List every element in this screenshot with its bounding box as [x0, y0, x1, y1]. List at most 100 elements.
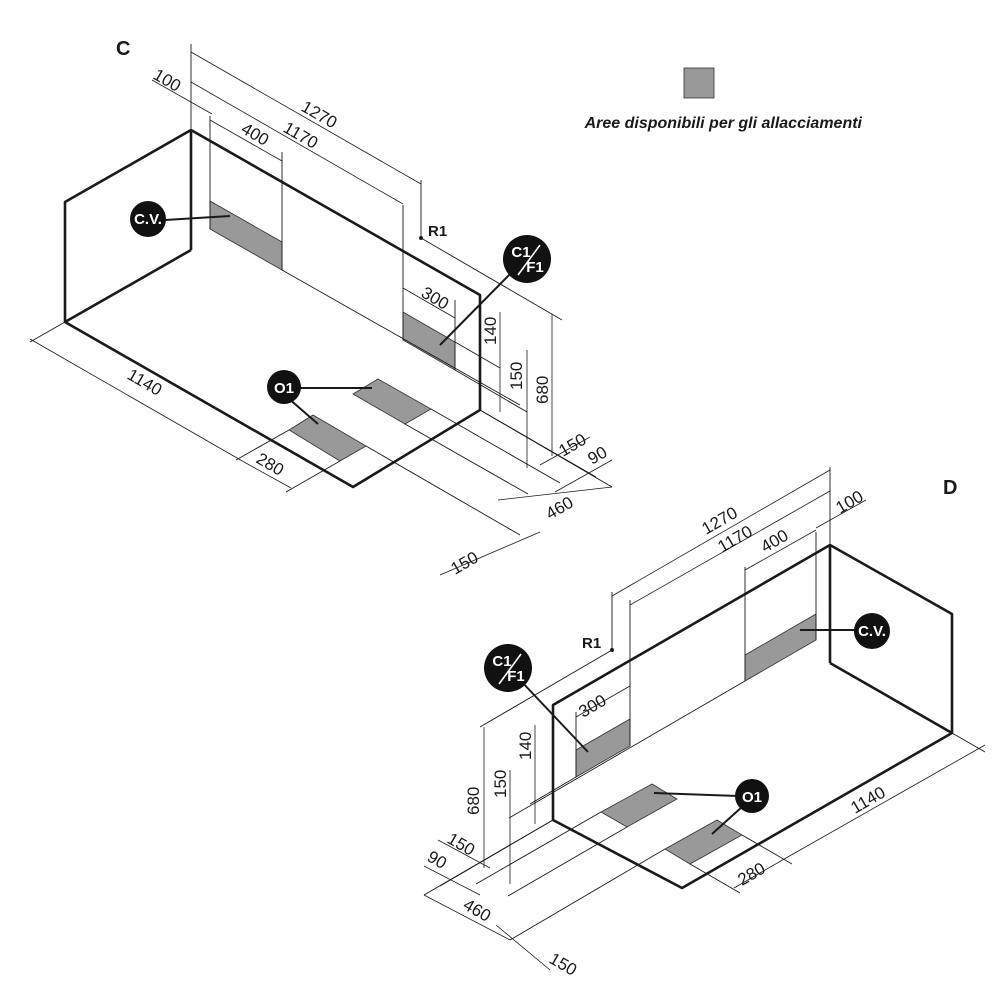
- view-c-o1-badge-circle: [267, 370, 301, 404]
- view-c-tub-outline: [63, 128, 482, 489]
- view-c-dim-150b-line: [539, 436, 591, 466]
- view-c-cv-leader: [164, 215, 231, 221]
- view-d-dim-150b-line: [437, 839, 491, 869]
- view-d-dim-280-line: [733, 857, 787, 889]
- view-d-o1-badge-text: O1: [742, 789, 762, 806]
- view-d-dim-100-line: [815, 499, 867, 529]
- view-c-dim-1170-line: [190, 81, 404, 205]
- view-c-guide: [454, 369, 528, 413]
- view-c-c1f1-badge: C1 F1: [503, 235, 551, 283]
- view-c-dim-280-line: [243, 461, 292, 489]
- view-d-c1f1-badge-bottom: F1: [507, 668, 525, 685]
- view-d-dim-300-line: [575, 685, 631, 718]
- view-c-dim-1140: 1140: [124, 365, 165, 400]
- legend-swatch: [683, 67, 715, 99]
- view-d-dim-460: 460: [460, 895, 494, 926]
- view-c-label: C: [116, 38, 130, 60]
- view-c-dim-300-line: [402, 287, 456, 319]
- view-c-guide: [479, 409, 613, 488]
- view-d-dim-1270-line: [611, 469, 831, 597]
- view-d-tub-outline: [551, 543, 954, 890]
- view-c-area-o1-upper: [352, 378, 432, 425]
- view-d-r1-label: R1: [582, 635, 601, 652]
- legend-text: Aree disponibili per gli allacciamenti: [584, 115, 863, 132]
- view-c-o1-badge: O1: [267, 370, 301, 404]
- view-c-c1f1-badge-top: C1: [511, 244, 530, 261]
- view-c-guide: [404, 423, 529, 495]
- view-c-dim-1140-line: [29, 338, 245, 463]
- view-c-area-o1-lower: [288, 414, 367, 462]
- view-c-dim-460: 460: [543, 493, 577, 524]
- view-c-dim-280: 280: [253, 449, 287, 480]
- view-d-guide: [475, 811, 602, 885]
- legend: Aree disponibili per gli allacciamenti: [584, 67, 863, 132]
- view-c-tub-bottom-left: [64, 248, 192, 324]
- view-d-guide: [509, 848, 666, 941]
- view-d-dim-1140: 1140: [848, 783, 889, 818]
- view-d-guide: [507, 826, 628, 897]
- view-d-dim-1170-line: [629, 490, 831, 606]
- view-c-dim-100-line: [151, 79, 213, 115]
- view-c-c1f1-leader: [439, 271, 513, 346]
- view-c-dim-150b: 150: [556, 430, 590, 461]
- view-c-dim-460-line: [497, 486, 613, 501]
- view-d-dim-400: 400: [758, 526, 792, 557]
- view-d-guide: [529, 776, 577, 805]
- view-c-guide: [29, 321, 66, 343]
- view-c-area-c1f1: [402, 311, 456, 371]
- view-d-dim-100: 100: [833, 487, 867, 518]
- view-d-o1-badge: O1: [735, 779, 769, 813]
- view-d-dim-400-line: [744, 529, 817, 571]
- view-d-cv-badge-circle: [854, 613, 890, 649]
- view-d-area-o1-lower: [664, 819, 743, 865]
- view-c-dim-150c-line: [439, 531, 541, 576]
- view-c-dim-100: 100: [150, 65, 184, 96]
- view-c-area-cv: [209, 200, 283, 271]
- view-c: C: [29, 38, 613, 579]
- view-d-dim-150c-line: [495, 924, 551, 971]
- view-c-guide: [285, 460, 341, 493]
- view-d-dim-460-line: [423, 894, 511, 941]
- view-d: D: [423, 467, 986, 980]
- view-d-c1f1-badge-top: C1: [492, 653, 511, 670]
- view-c-guide: [430, 408, 561, 484]
- view-c-dim-140: 140: [481, 317, 500, 345]
- view-c-dim-150v: 150: [507, 362, 526, 390]
- view-c-guide: [420, 237, 563, 321]
- view-d-dim-150v: 150: [491, 770, 510, 798]
- view-c-r1-label: R1: [428, 223, 447, 240]
- view-c-dim-150c: 150: [448, 548, 482, 579]
- view-c-r1-point: [419, 236, 423, 240]
- view-c-dim-400: 400: [238, 119, 272, 150]
- view-c-guide: [235, 429, 290, 461]
- view-d-area-cv: [744, 613, 817, 682]
- view-d-tub-bottom-right: [829, 661, 953, 735]
- view-d-dim-300: 300: [576, 691, 610, 722]
- view-d-dim-1140-line: [785, 744, 986, 859]
- view-c-dim-90-line: [554, 459, 613, 493]
- view-d-o1-badge-circle: [735, 779, 769, 813]
- view-d-dim-90-line: [423, 865, 481, 896]
- view-c-dim-1270-line: [190, 51, 422, 185]
- view-d-guide: [741, 834, 793, 865]
- view-c-guide: [281, 269, 521, 406]
- view-d-dim-140: 140: [516, 732, 535, 760]
- view-d-guide: [479, 649, 613, 728]
- view-d-guide: [423, 819, 554, 896]
- view-c-c1f1-badge-slash: [517, 244, 541, 276]
- view-d-cv-badge: C.V.: [854, 613, 890, 649]
- view-d-dim-150c: 150: [546, 949, 580, 980]
- view-d-label: D: [943, 477, 957, 499]
- view-d-o1-leader-b: [711, 805, 744, 835]
- view-d-guide: [508, 680, 746, 819]
- view-c-guide: [454, 341, 501, 369]
- view-c-c1f1-badge-bottom: F1: [526, 259, 544, 276]
- view-c-dim-400-line: [209, 119, 283, 162]
- view-d-c1f1-leader: [519, 679, 589, 753]
- view-d-c1f1-badge-slash: [498, 653, 522, 685]
- view-d-o1-leader-a: [653, 792, 739, 797]
- view-d-dim-90: 90: [424, 847, 450, 873]
- view-d-area-o1-upper: [600, 783, 678, 828]
